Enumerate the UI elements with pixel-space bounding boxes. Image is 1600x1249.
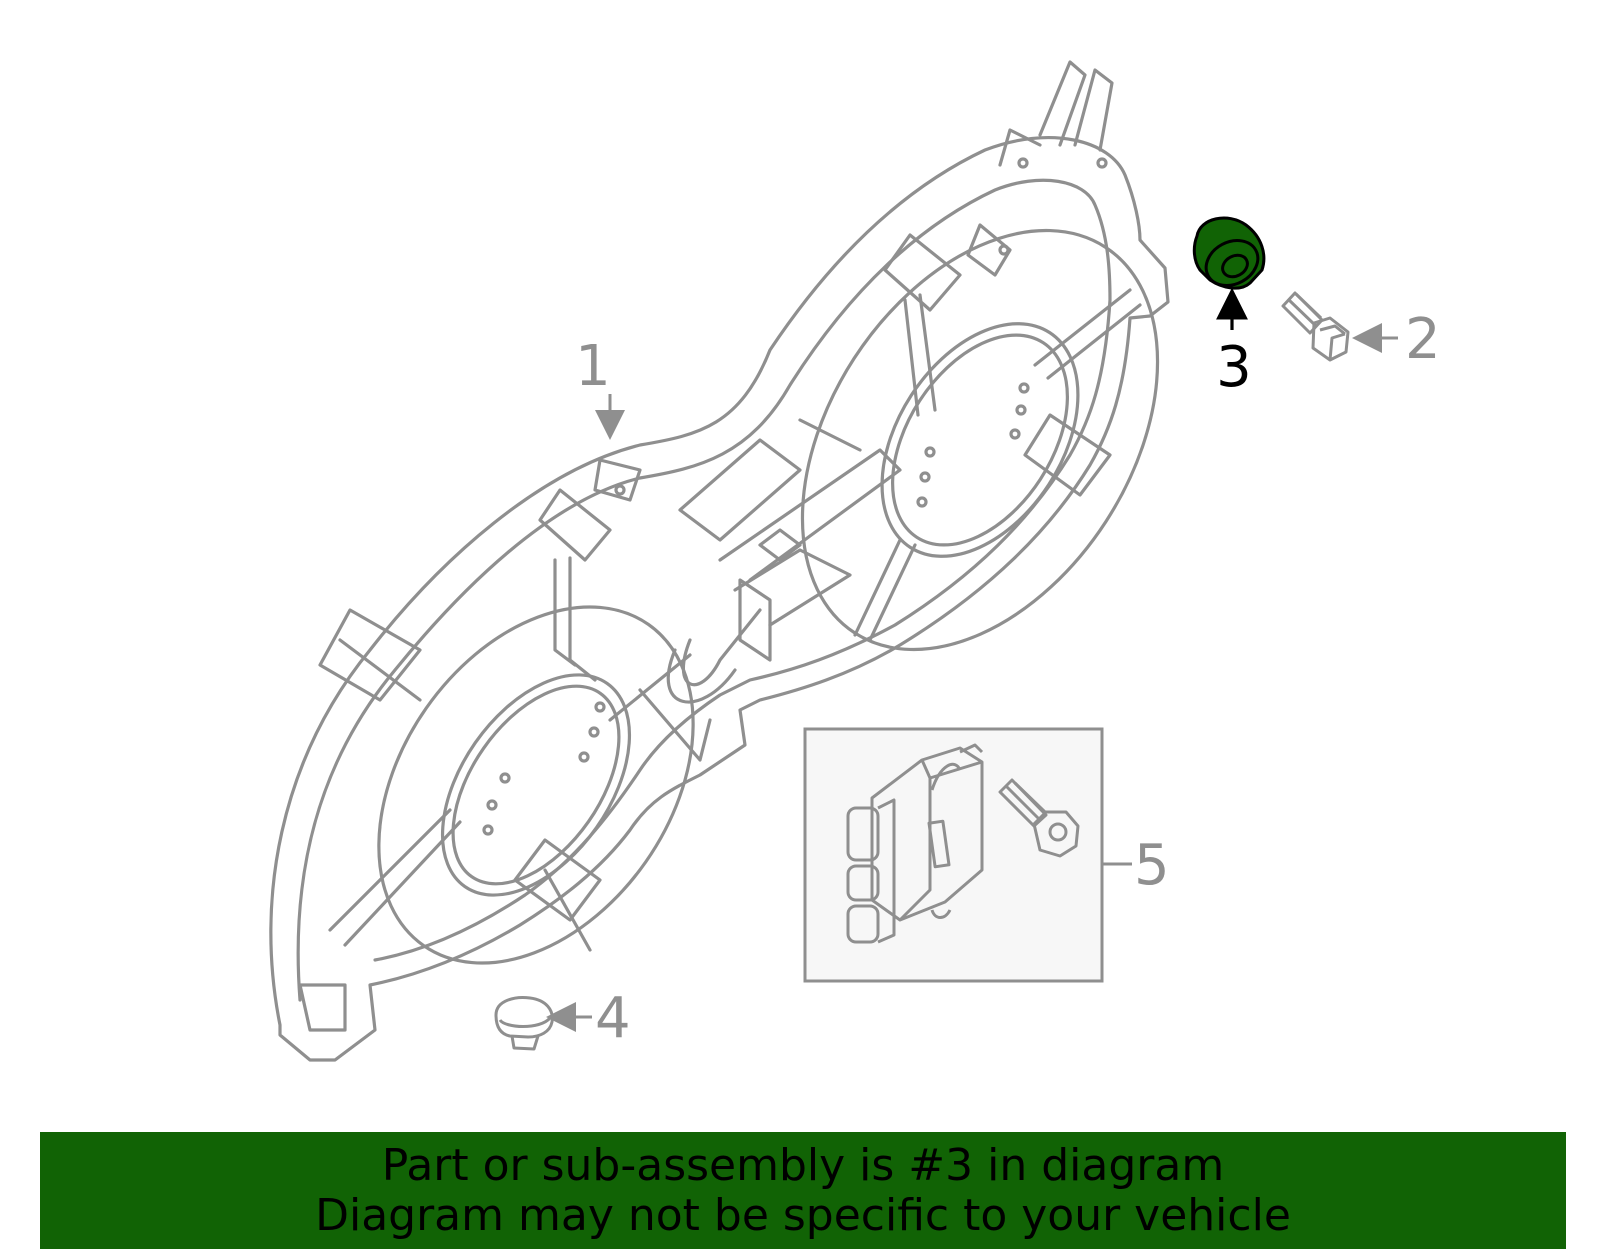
callout-5-label: 5 xyxy=(1134,833,1170,898)
fan-shroud-part-1[interactable] xyxy=(269,60,1231,1062)
callout-4-label: 4 xyxy=(595,986,631,1051)
callout-2: 2 xyxy=(1352,307,1441,372)
bolt-part-2[interactable] xyxy=(1281,291,1350,362)
callout-4: 4 xyxy=(546,986,631,1051)
callout-3-label: 3 xyxy=(1216,335,1252,400)
callout-1: 1 xyxy=(575,334,625,440)
callout-1-label: 1 xyxy=(575,334,611,399)
module-bolt xyxy=(998,778,1080,858)
clip-part-4[interactable] xyxy=(494,996,554,1051)
control-module xyxy=(846,743,984,944)
banner-line-1: Part or sub-assembly is #3 in diagram xyxy=(381,1139,1225,1191)
inset-part-5[interactable] xyxy=(803,727,1104,983)
callout-3: 3 xyxy=(1216,287,1252,400)
callout-2-label: 2 xyxy=(1405,307,1441,372)
part-info-banner: Part or sub-assembly is #3 in diagram Di… xyxy=(40,1132,1566,1249)
banner-line-2: Diagram may not be specific to your vehi… xyxy=(315,1189,1291,1241)
callout-5: 5 xyxy=(1102,833,1170,898)
grommet-part-3[interactable] xyxy=(1192,216,1266,294)
